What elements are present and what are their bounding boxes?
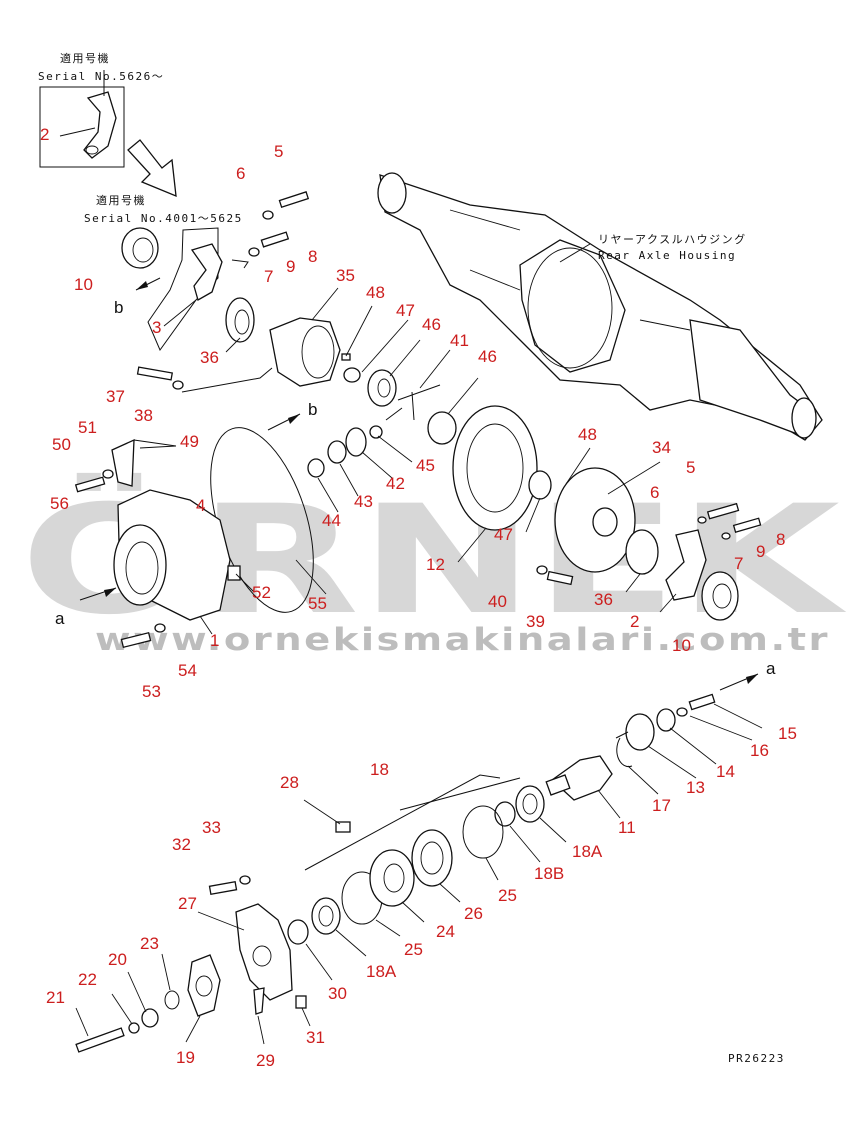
label-51: 51 (78, 418, 97, 437)
label-22: 22 (78, 970, 97, 989)
upper-parts (74, 191, 762, 649)
label-18: 18 (370, 760, 389, 779)
label-36b: 36 (594, 590, 613, 609)
part-labels: 2 5 6 8 9 7 10 35 48 47 46 41 46 3 36 37… (40, 125, 797, 1070)
label-56: 56 (50, 494, 69, 513)
label-46b: 46 (478, 347, 497, 366)
label-29: 29 (256, 1051, 275, 1070)
label-13: 13 (686, 778, 705, 797)
label-24: 24 (436, 922, 455, 941)
arrow-label-a2: a (766, 659, 776, 678)
label-6b: 6 (650, 483, 659, 502)
label-52: 52 (252, 583, 271, 602)
lower-parts (75, 693, 716, 1053)
label-43: 43 (354, 492, 373, 511)
label-18a: 18A (572, 842, 603, 861)
label-46: 46 (422, 315, 441, 334)
label-48b: 48 (578, 425, 597, 444)
serial-top: Serial No.5626～ (38, 70, 164, 83)
label-55: 55 (308, 594, 327, 613)
label-49: 49 (180, 432, 199, 451)
label-41: 41 (450, 331, 469, 350)
label-25: 25 (498, 886, 517, 905)
drawing-number: PR26223 (728, 1052, 785, 1065)
label-31: 31 (306, 1028, 325, 1047)
label-2-inset: 2 (40, 125, 49, 144)
label-17: 17 (652, 796, 671, 815)
label-38: 38 (134, 406, 153, 425)
label-15: 15 (778, 724, 797, 743)
label-10: 10 (74, 275, 93, 294)
arrow-label-b2: b (308, 400, 317, 419)
label-18b: 18B (534, 864, 564, 883)
label-9: 9 (286, 257, 295, 276)
label-19: 19 (176, 1048, 195, 1067)
label-8: 8 (308, 247, 317, 266)
rear-axle-housing (377, 172, 823, 441)
label-47: 47 (396, 301, 415, 320)
label-39: 39 (526, 612, 545, 631)
label-47b: 47 (494, 525, 513, 544)
label-5: 5 (274, 142, 283, 161)
label-54: 54 (178, 661, 197, 680)
label-20: 20 (108, 950, 127, 969)
label-27: 27 (178, 894, 197, 913)
label-1: 1 (210, 631, 219, 650)
label-9b: 9 (756, 542, 765, 561)
label-11: 11 (618, 818, 636, 837)
arrow-label-b1: b (114, 298, 123, 317)
serial-mid: Serial No.4001～5625 (84, 212, 243, 225)
label-18a2: 18A (366, 962, 397, 981)
label-37: 37 (106, 387, 125, 406)
label-44: 44 (322, 511, 341, 530)
label-2b: 2 (630, 612, 639, 631)
label-48: 48 (366, 283, 385, 302)
label-33: 33 (202, 818, 221, 837)
arrow-label-a1: a (55, 609, 65, 628)
label-8b: 8 (776, 530, 785, 549)
label-26: 26 (464, 904, 483, 923)
label-28: 28 (280, 773, 299, 792)
label-36: 36 (200, 348, 219, 367)
label-3: 3 (152, 318, 161, 337)
label-42: 42 (386, 474, 405, 493)
label-23: 23 (140, 934, 159, 953)
leader-lines (75, 287, 763, 1045)
label-16: 16 (750, 741, 769, 760)
label-21: 21 (46, 988, 65, 1007)
housing-name-jp: リヤーアクスルハウジング (598, 232, 747, 246)
label-7: 7 (264, 267, 273, 286)
watermark-url: www.ornekismakinalari.com.tr (95, 622, 830, 658)
label-4: 4 (196, 496, 205, 515)
label-53: 53 (142, 682, 161, 701)
serial-inset (39, 70, 177, 198)
label-5b: 5 (686, 458, 695, 477)
serial-mid-jp: 適用号機 (96, 193, 146, 207)
label-10b: 10 (672, 636, 691, 655)
label-25b: 25 (404, 940, 423, 959)
label-32: 32 (172, 835, 191, 854)
label-7b: 7 (734, 554, 743, 573)
label-34: 34 (652, 438, 671, 457)
label-30: 30 (328, 984, 347, 1003)
serial-top-jp: 適用号機 (60, 51, 110, 65)
label-45: 45 (416, 456, 435, 475)
label-14: 14 (716, 762, 735, 781)
label-40: 40 (488, 592, 507, 611)
label-6: 6 (236, 164, 245, 183)
reference-arrows (79, 277, 759, 691)
label-50: 50 (52, 435, 71, 454)
housing-name-en: Rear Axle Housing (598, 249, 736, 262)
label-35: 35 (336, 266, 355, 285)
label-12: 12 (426, 555, 445, 574)
